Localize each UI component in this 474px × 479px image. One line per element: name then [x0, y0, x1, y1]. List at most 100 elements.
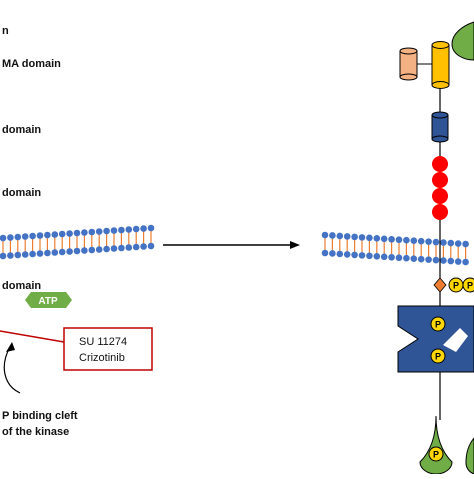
lipid-head — [132, 225, 140, 233]
lipid-head — [44, 231, 51, 239]
lipid-head — [329, 232, 336, 239]
lipid-head — [140, 243, 147, 250]
jm-diamond — [433, 277, 447, 293]
lipid-head — [410, 255, 418, 262]
lipid-head — [7, 252, 14, 259]
jm-phospho-1: P — [448, 277, 464, 293]
lipid-head — [110, 245, 118, 252]
lipid-head — [44, 249, 51, 257]
lipid-head — [336, 232, 344, 240]
lipid-head — [454, 258, 462, 265]
lipid-head — [81, 229, 88, 236]
kinase-domain — [397, 305, 474, 373]
membrane-right — [321, 231, 469, 266]
lipid-head — [380, 235, 388, 243]
sema-alpha-cylinder — [399, 47, 418, 81]
inhibitor-connector — [0, 330, 65, 343]
lipid-head — [440, 257, 447, 264]
svg-text:P: P — [467, 281, 473, 291]
lipid-head — [66, 248, 73, 255]
lipid-head — [343, 251, 351, 258]
hgf-ligand — [451, 21, 474, 61]
lipid-head — [88, 228, 96, 236]
lipid-head — [447, 257, 455, 265]
label-psi-domain: domain — [2, 124, 41, 136]
cterm-dock-1: P — [419, 415, 453, 475]
lipid-head — [125, 226, 133, 233]
lipid-head — [73, 247, 81, 255]
lipid-head — [103, 245, 110, 253]
atp-label: ATP — [38, 296, 58, 307]
sema-beta-cylinder — [431, 41, 450, 89]
lipid-head — [132, 243, 140, 251]
lipid-head — [336, 250, 344, 258]
lipid-head — [410, 237, 418, 244]
lipid-head — [351, 233, 358, 241]
cleft-pointer-arrow — [3, 342, 21, 394]
ipt-bead-2 — [432, 172, 448, 188]
lipid-head — [425, 238, 432, 245]
lipid-head — [440, 239, 447, 246]
lipid-head — [395, 254, 403, 262]
lipid-head — [36, 232, 44, 239]
lipid-head — [66, 230, 73, 237]
lipid-head — [403, 236, 410, 244]
cterm-dock-2 — [465, 437, 474, 475]
lipid-head — [140, 225, 147, 232]
lipid-head — [417, 237, 425, 245]
lipid-head — [373, 253, 381, 260]
label-jm-domain: domain — [2, 280, 41, 292]
lipid-head — [403, 254, 410, 262]
lipid-head — [125, 244, 133, 251]
lipid-head — [21, 233, 29, 240]
lipid-head — [447, 239, 455, 247]
svg-text:P: P — [433, 450, 439, 460]
lipid-head — [388, 235, 395, 243]
label-top-partial: n — [2, 25, 9, 37]
lipid-head — [147, 224, 155, 232]
lipid-head — [0, 234, 7, 242]
lipid-head — [58, 248, 66, 256]
inhibitor-crizotinib: Crizotinib — [79, 352, 125, 364]
lipid-head — [373, 235, 381, 242]
svg-text:P: P — [435, 352, 441, 362]
lipid-head — [95, 246, 103, 253]
lipid-head — [29, 232, 36, 240]
kinase-phospho-1: P — [430, 316, 446, 332]
jm-phospho-2: P — [462, 277, 474, 293]
lipid-head — [81, 247, 88, 254]
lipid-head — [462, 240, 469, 248]
ipt-bead-4 — [432, 204, 448, 220]
lipid-head — [395, 236, 403, 244]
lipid-head — [351, 251, 358, 259]
psi-domain-cylinder — [431, 111, 449, 143]
lipid-head — [425, 256, 432, 263]
lipid-head — [462, 258, 469, 266]
lipid-head — [321, 249, 329, 257]
ipt-bead-3 — [432, 188, 448, 204]
membrane-left — [0, 224, 155, 260]
kinase-cleft — [443, 328, 468, 352]
kinase-phospho-2: P — [430, 348, 446, 364]
svg-text:P: P — [453, 281, 459, 291]
lipid-head — [417, 255, 425, 263]
lipid-head — [329, 250, 336, 257]
lipid-head — [51, 249, 59, 256]
lipid-head — [58, 230, 66, 238]
lipid-head — [321, 231, 329, 239]
lipid-head — [432, 238, 440, 246]
ipt-bead-1 — [432, 156, 448, 172]
svg-text:P: P — [435, 320, 441, 330]
lipid-head — [103, 227, 110, 235]
lipid-head — [14, 233, 22, 241]
lipid-head — [358, 234, 366, 241]
lipid-head — [7, 234, 14, 241]
lipid-head — [110, 227, 118, 234]
lipid-head — [380, 253, 388, 261]
lipid-head — [95, 228, 103, 235]
inhibitor-su11274: SU 11274 — [79, 336, 127, 348]
lipid-head — [0, 252, 7, 260]
lipid-head — [366, 252, 373, 260]
